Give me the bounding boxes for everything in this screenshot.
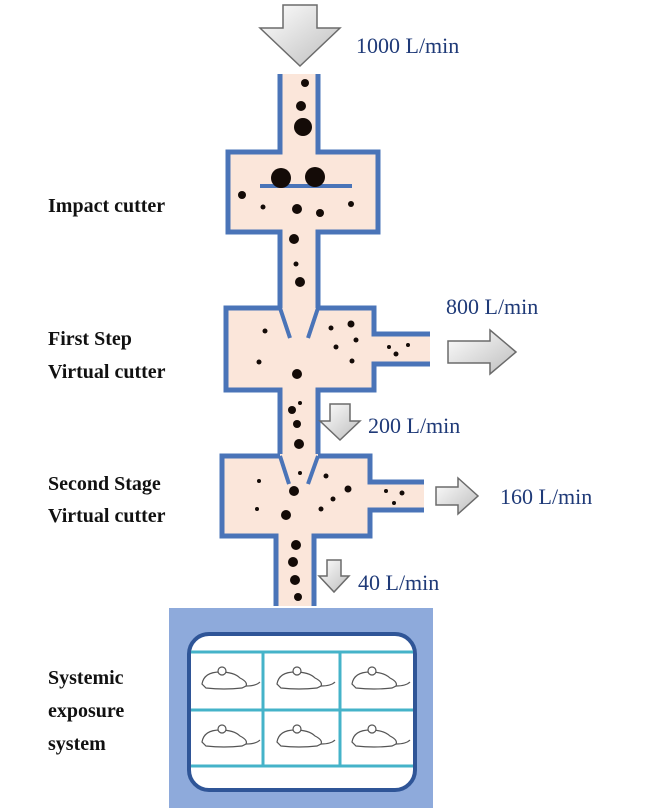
second-virtual-cutter	[219, 453, 424, 606]
exposure-label-line3: system	[48, 733, 106, 755]
first-stage-label-line2: Virtual cutter	[48, 361, 166, 383]
second-exhaust-flow-label: 160 L/min	[500, 484, 592, 509]
exposure-label-line2: exposure	[48, 700, 124, 722]
impact-cutter-label: Impact cutter	[48, 195, 165, 217]
mouse-icon	[351, 666, 411, 690]
first-nozzle-left	[278, 307, 292, 339]
exposure-system	[169, 608, 433, 808]
first-pass-flow-label: 200 L/min	[368, 413, 460, 438]
second-pass-arrow-icon	[317, 559, 351, 594]
mouse-icon	[276, 724, 336, 748]
mouse-icon	[201, 666, 261, 690]
second-stage-label-line1: Second Stage	[48, 473, 161, 495]
first-stage-label-line1: First Step	[48, 328, 132, 350]
first-exhaust-arrow-icon	[447, 328, 518, 376]
inlet-arrow-icon	[258, 4, 342, 68]
second-stage-label-line2: Virtual cutter	[48, 505, 166, 527]
first-nozzle-right	[306, 307, 320, 339]
mouse-icon	[351, 724, 411, 748]
first-exhaust-flow-label: 800 L/min	[446, 294, 538, 319]
particles	[238, 79, 410, 601]
mouse-icon	[201, 724, 261, 748]
second-nozzle-left	[278, 455, 291, 485]
exposure-chamber	[187, 632, 417, 792]
first-pass-arrow-icon	[318, 403, 362, 442]
exposure-label-line1: Systemic	[48, 667, 124, 689]
second-exhaust-arrow-icon	[435, 476, 480, 516]
mouse-icon	[276, 666, 336, 690]
inlet-flow-label: 1000 L/min	[356, 33, 459, 58]
second-pass-flow-label: 40 L/min	[358, 570, 439, 595]
second-nozzle-right	[306, 455, 320, 485]
